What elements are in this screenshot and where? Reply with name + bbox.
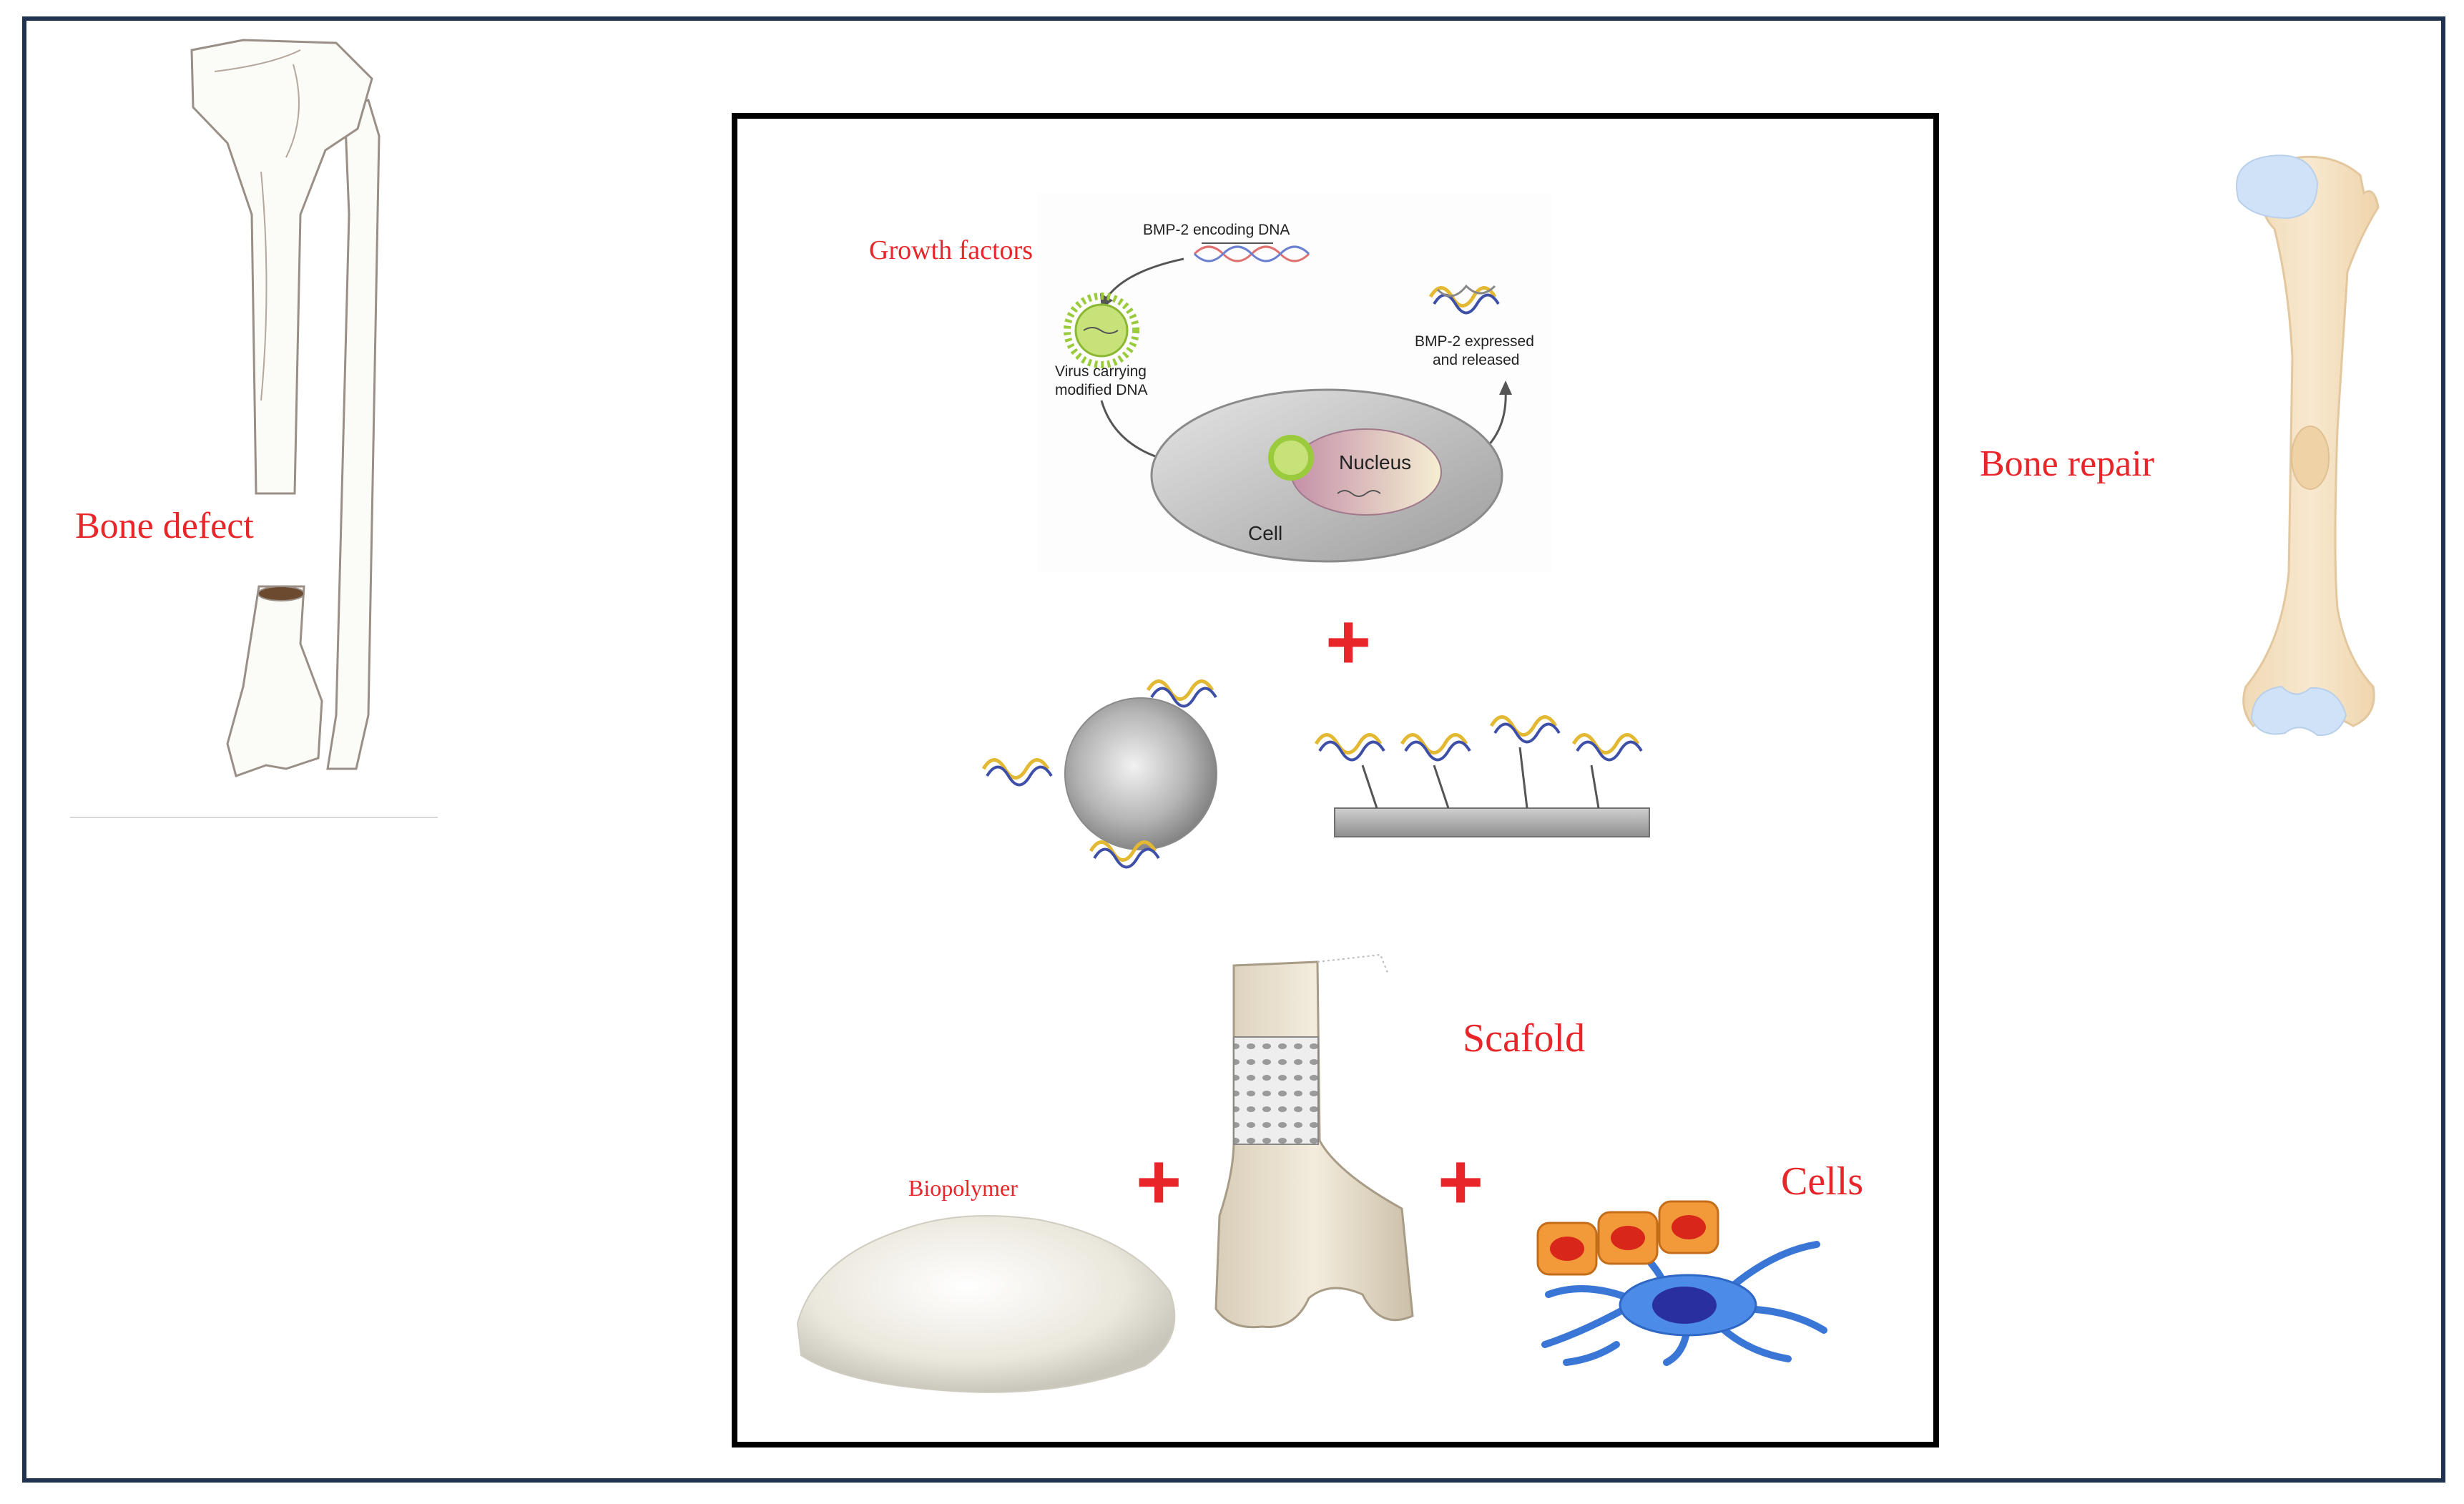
text-and-released: and released — [1433, 352, 1519, 368]
label-bone-repair: Bone repair — [1980, 443, 2154, 484]
bone-cells-illustration — [1536, 1200, 1827, 1366]
bmp2-protein — [1428, 284, 1500, 315]
plus-sign-bottom-right: + — [1438, 1138, 1483, 1226]
gene-delivery-schematic — [1037, 193, 1552, 572]
text-bmp2-encoding-dna: BMP-2 encoding DNA — [1143, 222, 1290, 238]
text-bmp2-expressed: BMP-2 expressed — [1415, 333, 1534, 350]
outer-frame — [22, 16, 2445, 1483]
protein-functionalized-surface — [1314, 715, 1650, 837]
plus-sign-bottom-left: + — [1136, 1138, 1182, 1226]
text-nucleus: Nucleus — [1339, 451, 1411, 473]
label-scafold: Scafold — [1463, 1016, 1585, 1061]
protein-loaded-sphere — [981, 679, 1217, 869]
scaffold-femur-model — [1214, 953, 1414, 1329]
label-growth-factors: Growth factors — [869, 235, 1033, 265]
text-modified-dna: modified DNA — [1055, 382, 1148, 398]
text-cell: Cell — [1248, 522, 1282, 544]
biopolymer-powder-pile — [796, 1215, 1176, 1393]
text-virus-carrying: Virus carrying — [1055, 363, 1147, 380]
osteoblast-cells — [1536, 1200, 1719, 1276]
plus-sign-top: + — [1325, 598, 1371, 686]
virus-particle — [1064, 293, 1139, 368]
bone-repair-illustration — [2236, 154, 2380, 737]
bone-defect-illustration — [70, 39, 438, 818]
label-bone-defect: Bone defect — [75, 506, 254, 546]
label-biopolymer: Biopolymer — [908, 1175, 1018, 1201]
label-cells: Cells — [1781, 1159, 1863, 1204]
